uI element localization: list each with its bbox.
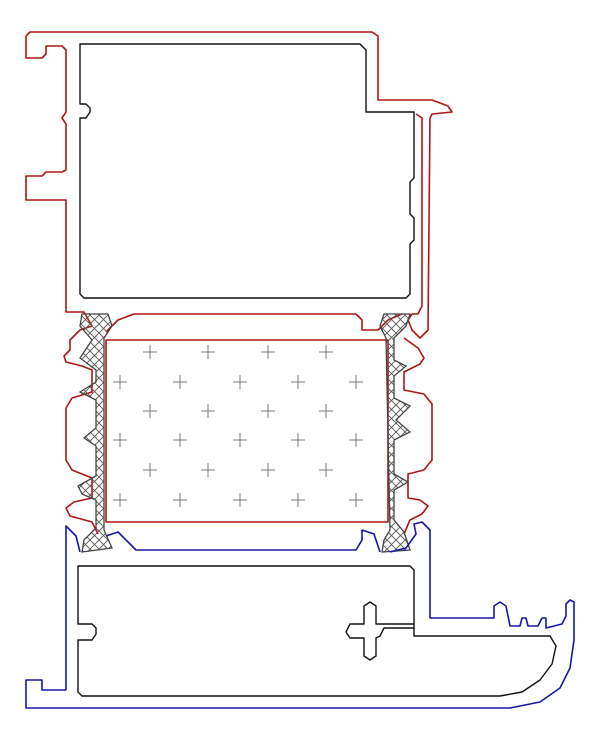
upper-chamber bbox=[79, 43, 415, 299]
insulation-plus-marker bbox=[173, 493, 187, 507]
insulation-plus-marker bbox=[349, 493, 363, 507]
insulation-plus-marker bbox=[261, 345, 275, 359]
insulation-plus-marker bbox=[143, 404, 157, 418]
insulation-plus-marker bbox=[319, 404, 333, 418]
insulation-plus-marker bbox=[233, 433, 247, 447]
insulation-plus-marker bbox=[291, 493, 305, 507]
insulation-plus-marker bbox=[291, 375, 305, 389]
insulation-plus-marker bbox=[201, 463, 215, 477]
insulation-plus-marker bbox=[319, 345, 333, 359]
insulation-plus-marker bbox=[291, 433, 305, 447]
insulation-plus-marker bbox=[233, 375, 247, 389]
left-thermal-break bbox=[77, 313, 113, 553]
lower-profile-outline bbox=[25, 521, 575, 709]
insulation-plus-marker bbox=[113, 493, 127, 507]
right-thermal-break bbox=[379, 313, 412, 553]
insulation-plus-marker bbox=[201, 345, 215, 359]
insulation-plus-marker bbox=[349, 433, 363, 447]
upper-profile-outline bbox=[25, 36, 99, 535]
insulation-plus-marker bbox=[261, 404, 275, 418]
upper-profile-inner-web bbox=[105, 313, 403, 333]
insulation-plus-marker bbox=[113, 375, 127, 389]
insulation-plus-marker bbox=[173, 433, 187, 447]
lower-aluminium-profile bbox=[25, 521, 575, 709]
insulation-core bbox=[113, 345, 363, 507]
insulation-plus-marker bbox=[201, 404, 215, 418]
lower-profile-top-web bbox=[105, 529, 381, 553]
insulation-plus-marker bbox=[349, 375, 363, 389]
upper-profile-right-leg bbox=[403, 337, 433, 535]
insulation-chamber-frame bbox=[105, 339, 389, 523]
insulation-plus-marker bbox=[261, 463, 275, 477]
lower-chamber bbox=[77, 565, 557, 697]
insulation-plus-marker bbox=[319, 463, 333, 477]
upper-profile-top-flange bbox=[25, 31, 453, 339]
insulation-plus-marker bbox=[143, 345, 157, 359]
insulation-plus-marker bbox=[173, 375, 187, 389]
insulation-plus-marker bbox=[233, 493, 247, 507]
insulation-plus-marker bbox=[143, 463, 157, 477]
insulation-plus-marker bbox=[113, 433, 127, 447]
